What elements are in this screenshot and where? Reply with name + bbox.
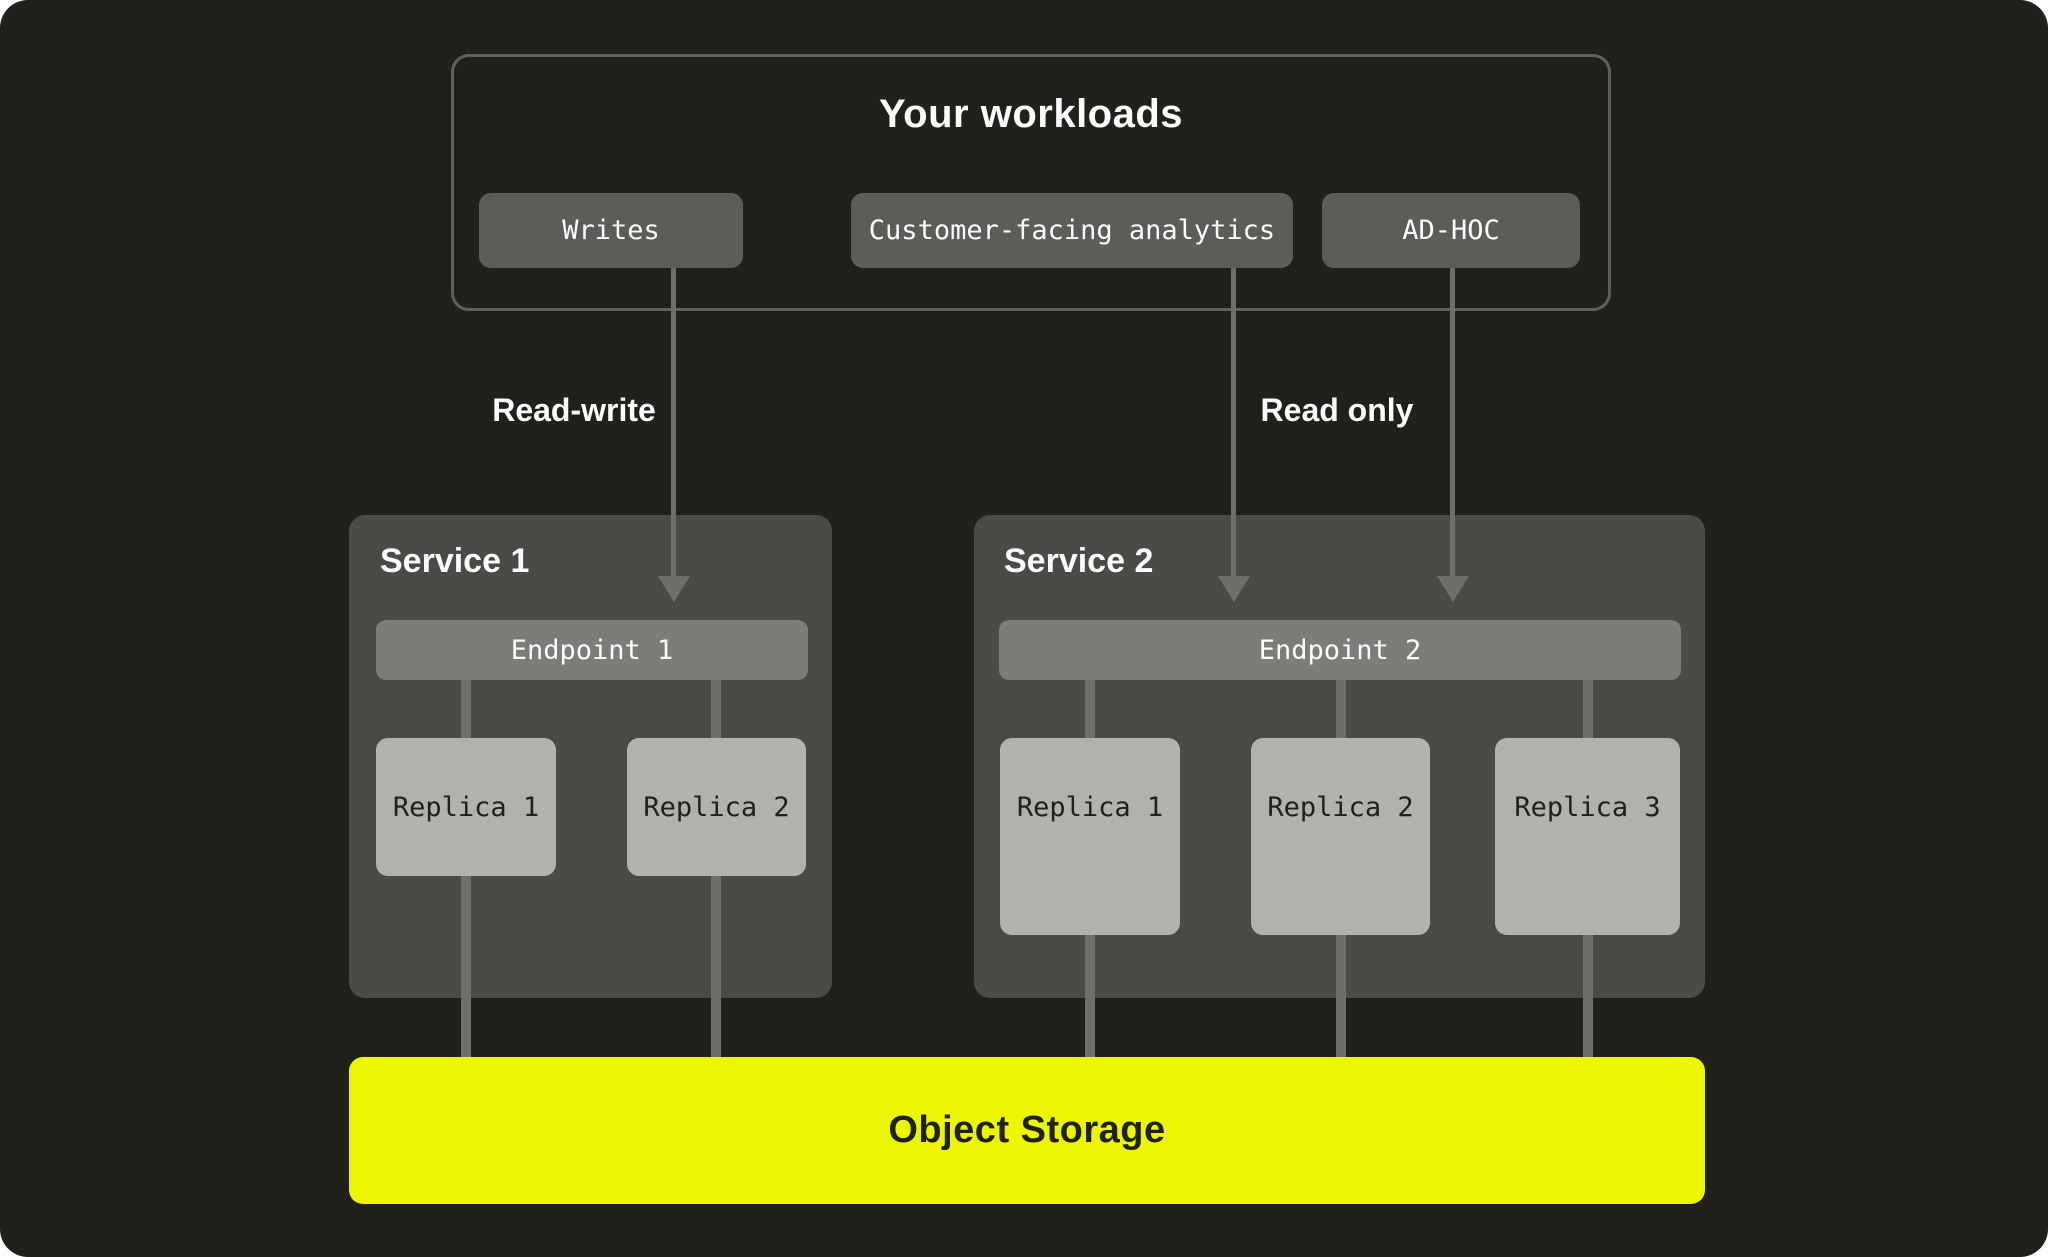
arrow-head-analytics-icon: [1218, 576, 1250, 602]
object-storage-bar: Object Storage: [349, 1057, 1705, 1204]
workload-chip-customer-facing-analytics: Customer-facing analytics: [851, 193, 1293, 268]
service-2-endpoint: Endpoint 2: [999, 620, 1681, 680]
service-1-replica-1: Replica 1: [376, 738, 556, 876]
service-2-replica-1: Replica 1: [1000, 738, 1180, 935]
service-2-title: Service 2: [1004, 542, 1154, 580]
service-1-replica-2: Replica 2: [627, 738, 806, 876]
read-only-label: Read only: [1260, 392, 1414, 428]
workloads-group-box: [451, 54, 1611, 311]
read-write-label: Read-write: [492, 392, 656, 428]
arrow-writes-to-endpoint1: [671, 268, 676, 578]
workloads-title: Your workloads: [878, 92, 1184, 136]
service-2-replica-3: Replica 3: [1495, 738, 1680, 935]
workload-chip-writes: Writes: [479, 193, 743, 268]
arrow-analytics-to-endpoint2: [1231, 268, 1236, 578]
service-1-endpoint: Endpoint 1: [376, 620, 808, 680]
service-1-title: Service 1: [380, 542, 530, 580]
service-2-replica-2: Replica 2: [1251, 738, 1430, 935]
arrow-head-adhoc-icon: [1437, 576, 1469, 602]
workload-chip-ad-hoc: AD-HOC: [1322, 193, 1580, 268]
arrow-head-writes-icon: [658, 576, 690, 602]
arrow-adhoc-to-endpoint2: [1450, 268, 1455, 578]
